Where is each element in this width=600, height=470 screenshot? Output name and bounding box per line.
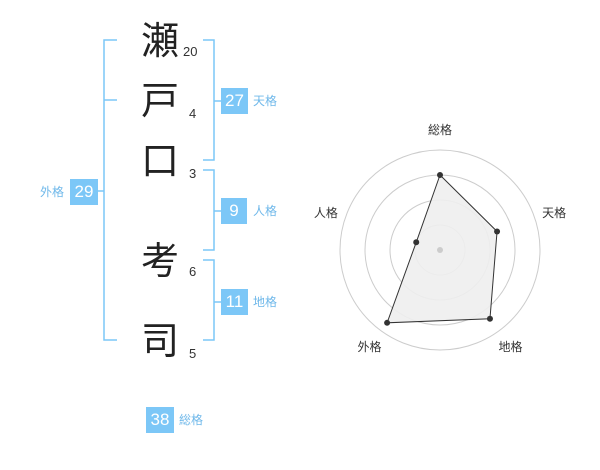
soukaku-label: 総格: [179, 413, 204, 427]
radar-axis-label-4: 外格: [357, 339, 381, 354]
name-char-1: 瀬: [140, 19, 179, 63]
gaikaku-label: 外格: [40, 185, 65, 199]
jinkaku-badge: 9: [221, 198, 247, 224]
stroke-count-5: 5: [189, 346, 197, 361]
stroke-count-3: 3: [189, 166, 197, 181]
stroke-count-1: 20: [183, 44, 198, 59]
radar-axis-label-3: 地格: [499, 339, 523, 354]
radar-axis-label-1: 総格: [428, 122, 452, 137]
chikaku-label: 地格: [253, 295, 278, 309]
stroke-count-4: 6: [189, 264, 197, 279]
stroke-count-2: 4: [189, 106, 197, 121]
name-char-5: 司: [140, 319, 179, 363]
gaikaku-badge: 29: [70, 179, 98, 205]
jinkaku-label: 人格: [253, 204, 278, 218]
radar-point-3: [486, 315, 493, 322]
radar-point-4: [384, 319, 391, 326]
name-char-3: 口: [140, 139, 179, 183]
radar-point-1: [437, 172, 443, 178]
radar-point-2: [494, 228, 501, 235]
radar-ring-4: [339, 149, 541, 351]
name-char-4: 考: [140, 239, 179, 283]
tenkaku-badge: 27: [221, 88, 248, 114]
chikaku-badge: 11: [221, 289, 248, 315]
tenkaku-label: 天格: [253, 94, 278, 108]
radar-center-dot: [437, 247, 443, 253]
name-char-2: 戸: [140, 79, 179, 123]
radar-point-5: [413, 239, 420, 246]
radar-axis-label-5: 人格: [314, 205, 338, 220]
soukaku-badge: 38: [146, 407, 174, 433]
radar-axis-label-2: 天格: [542, 205, 566, 220]
